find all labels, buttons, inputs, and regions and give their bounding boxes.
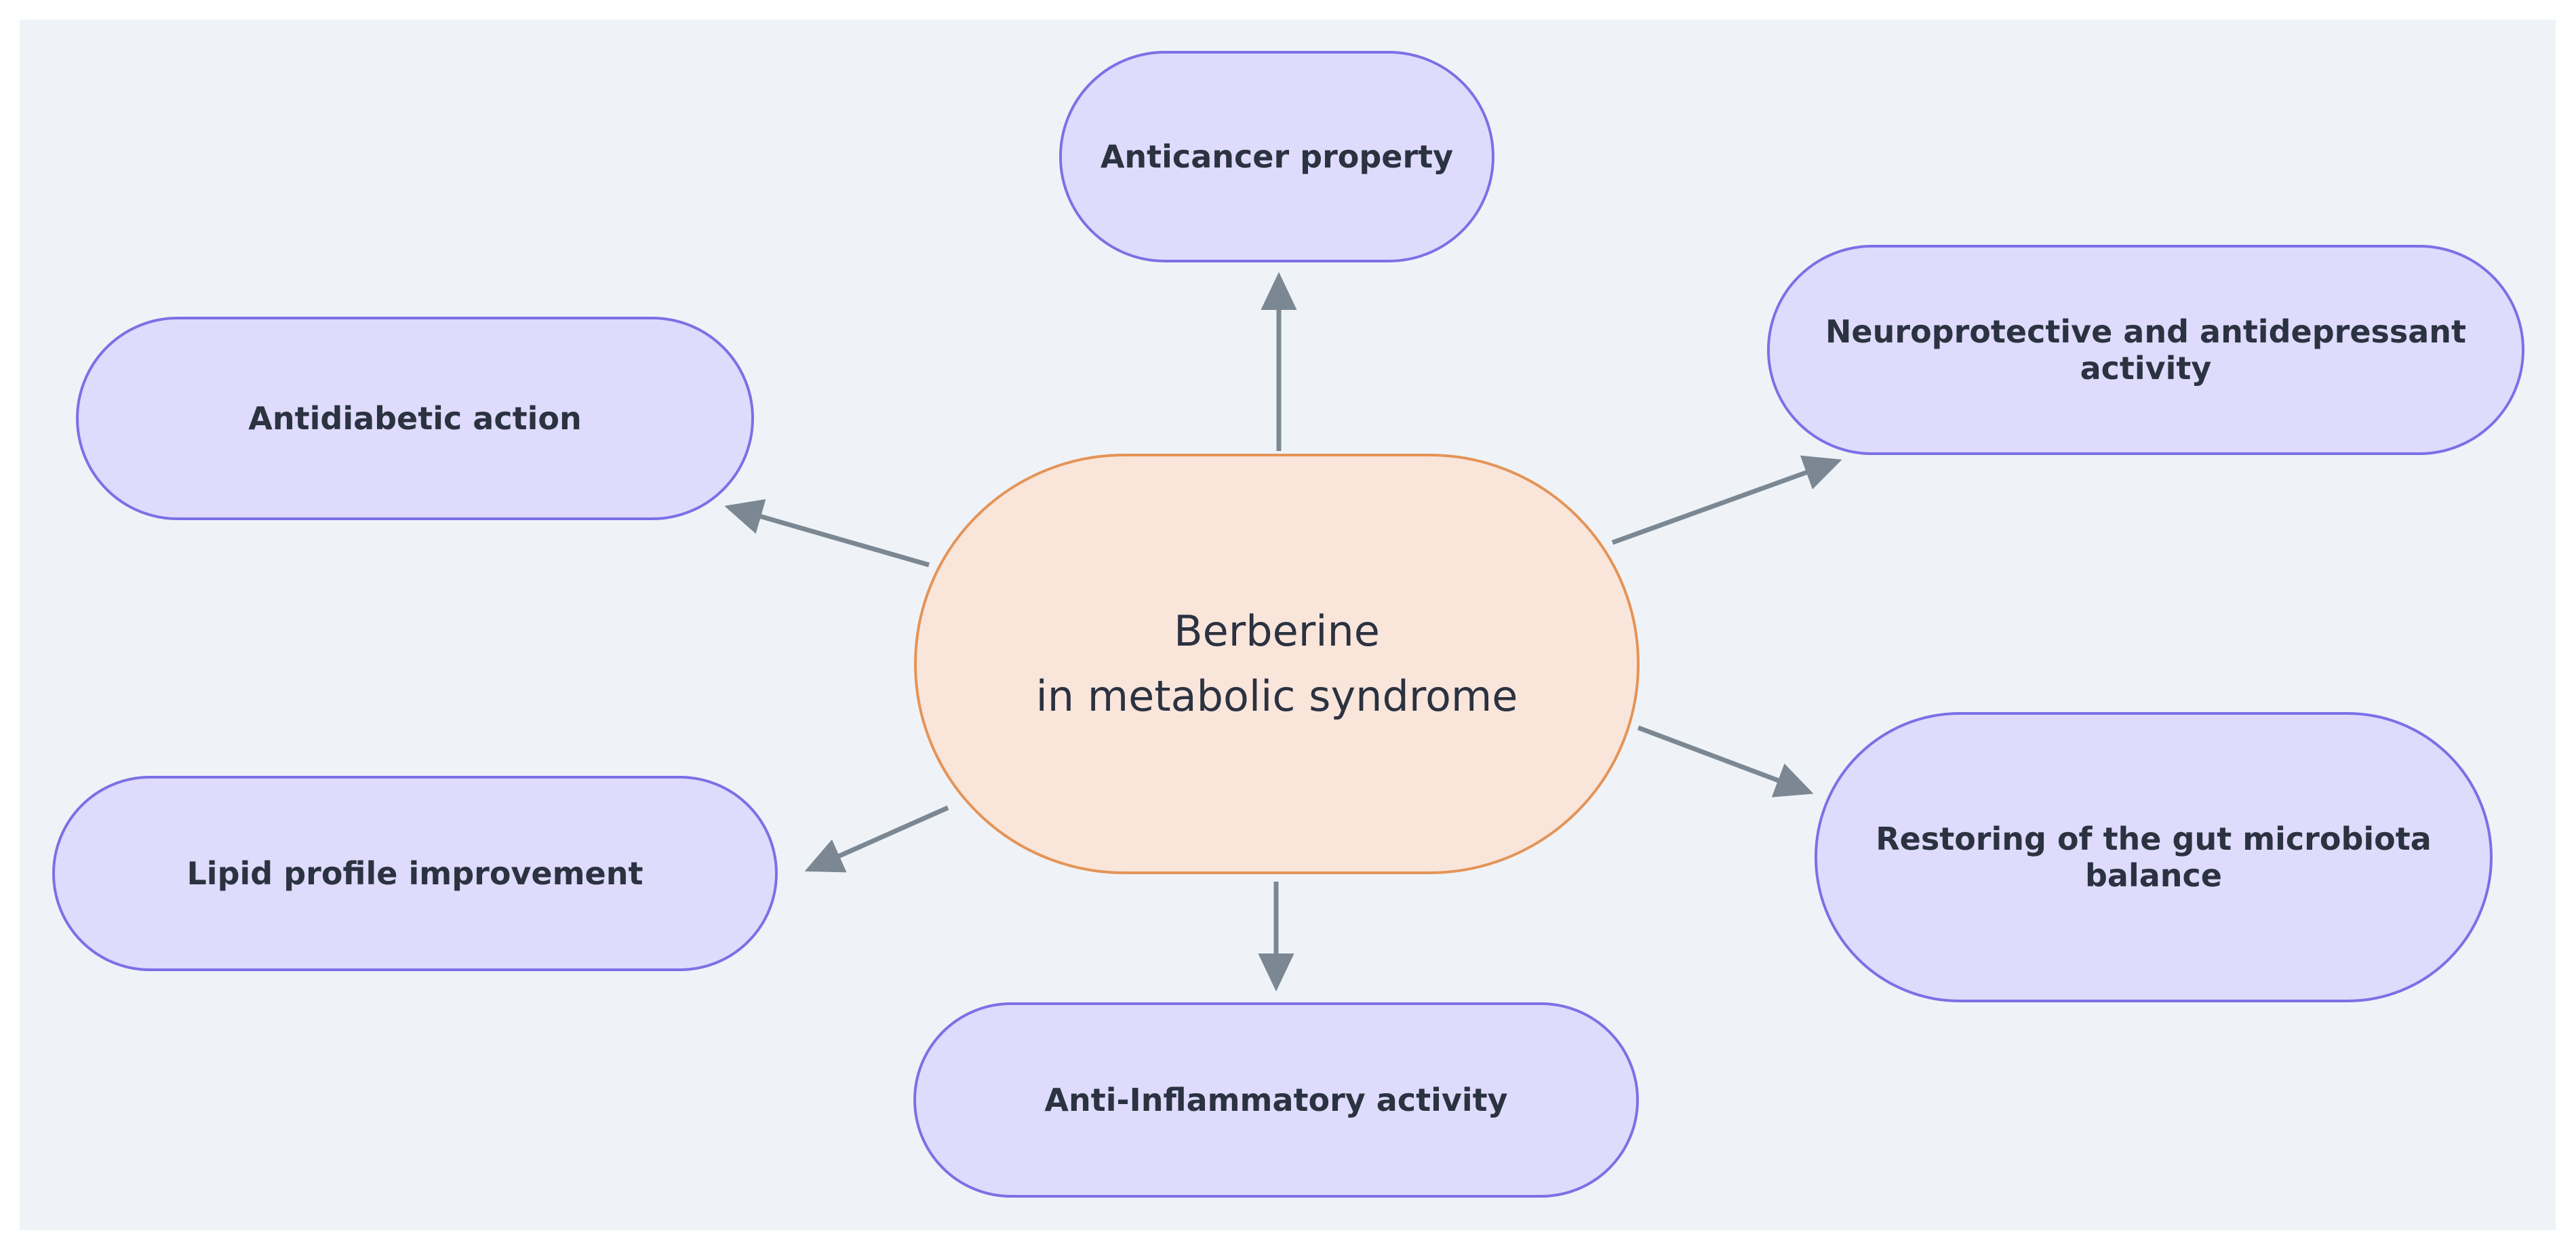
center-title-line1: Berberine <box>1174 606 1380 656</box>
node-lipid-profile: Lipid profile improvement <box>52 776 778 971</box>
arrow-to-gut <box>1637 725 1814 798</box>
node-anticancer: Anticancer property <box>1059 51 1494 262</box>
node-gut-microbiota: Restoring of the gut microbiota balance <box>1815 712 2493 1002</box>
node-anti-inflammatory-label: Anti-Inflammatory activity <box>1044 1082 1508 1118</box>
node-antidiabetic-label: Antidiabetic action <box>248 400 582 437</box>
node-neuroprotective-label: Neuroprotective and antidepressant activ… <box>1825 313 2467 387</box>
arrow-to-neuroprotective <box>1611 455 1842 545</box>
center-title-line2: in metabolic syndrome <box>1035 671 1518 721</box>
center-node-label: Berberine in metabolic syndrome <box>1036 599 1518 729</box>
node-anticancer-label: Anticancer property <box>1100 138 1454 175</box>
node-antidiabetic: Antidiabetic action <box>76 317 754 520</box>
node-lipid-profile-label: Lipid profile improvement <box>186 855 643 892</box>
node-anti-inflammatory: Anti-Inflammatory activity <box>913 1002 1639 1198</box>
node-gut-microbiota-label: Restoring of the gut microbiota balance <box>1876 821 2432 894</box>
arrow-to-lipid <box>804 805 949 873</box>
center-node-berberine: Berberine in metabolic syndrome <box>914 454 1640 874</box>
node-neuroprotective: Neuroprotective and antidepressant activ… <box>1767 245 2524 455</box>
arrow-to-antidiabetic <box>724 499 930 568</box>
